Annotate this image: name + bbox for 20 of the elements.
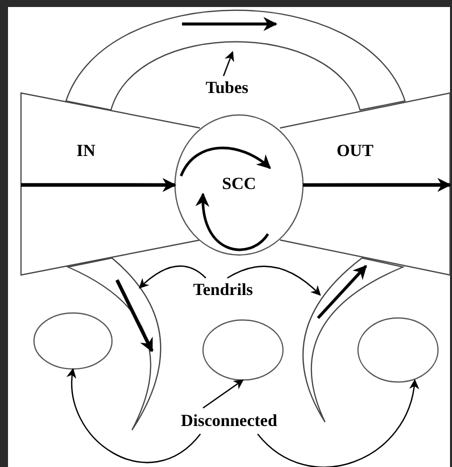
leader-arrow [138, 265, 206, 289]
callout-label: Disconnected [164, 408, 294, 434]
leader-arrow [202, 379, 244, 409]
callout-label: Tendrils [180, 278, 266, 302]
component-ellipse [203, 320, 283, 380]
bowtie-wing [280, 93, 450, 275]
leader-arrow [67, 368, 201, 463]
callout-label: Tubes [192, 76, 262, 100]
component-ellipse [34, 313, 112, 369]
leader-arrow [257, 379, 418, 467]
region-label: SCC [220, 174, 257, 194]
leader-arrow [222, 51, 234, 76]
scc-circle [175, 115, 303, 255]
region-label: IN [76, 141, 96, 162]
bowtie-wing [21, 93, 200, 275]
component-ellipse [358, 318, 438, 382]
flow-arrow [21, 178, 176, 192]
leader-arrow [226, 266, 321, 296]
flow-arrow [303, 178, 452, 192]
region-label: OUT [336, 141, 374, 162]
